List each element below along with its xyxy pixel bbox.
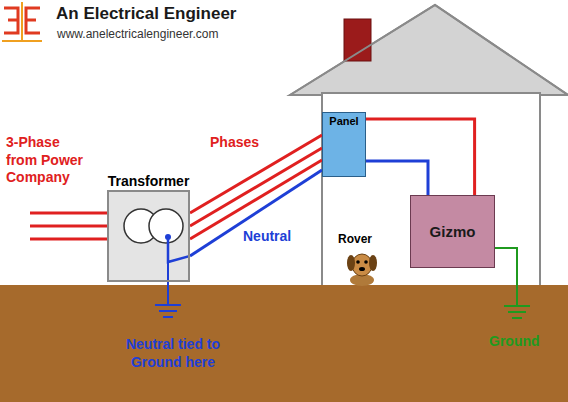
transformer-box: Transformer	[107, 190, 190, 282]
transformer-symbol	[109, 192, 188, 280]
wire	[190, 160, 322, 239]
house-roof	[290, 5, 568, 95]
node-heading: Transformer	[108, 173, 190, 189]
dog-illustration	[347, 254, 377, 286]
incoming-phase-lines	[30, 213, 107, 239]
earth-ground-band	[0, 285, 568, 402]
wire	[366, 119, 475, 195]
equipment-ground-symbol	[495, 248, 530, 318]
wire-label: Phases	[210, 134, 259, 150]
gizmo-box: Gizmo	[410, 195, 495, 268]
wire-connector	[190, 170, 322, 256]
logo-url: www.anelectricalengineer.com	[57, 27, 218, 42]
wire	[366, 161, 428, 195]
panel-box: Panel	[322, 112, 366, 177]
node-label: Panel	[329, 115, 358, 127]
roof-front	[290, 5, 568, 95]
node-label: Gizmo	[430, 223, 476, 240]
wire-label: Neutral	[243, 228, 291, 244]
wire-connector	[190, 135, 322, 239]
wire-connector	[366, 161, 428, 195]
neutral-ground-symbol	[155, 282, 181, 317]
ground-label: Ground	[489, 333, 540, 351]
wire	[190, 135, 322, 213]
wire	[190, 170, 322, 256]
logo-mark	[2, 2, 42, 41]
logo-title: An Electrical Engineer	[56, 3, 236, 24]
dog-label: Rover	[338, 232, 372, 247]
source-label: 3-Phase from Power Company	[6, 134, 86, 187]
chimney	[344, 19, 371, 61]
ground-note: Neutral tied to Ground here	[108, 336, 238, 371]
house-wall	[322, 93, 540, 287]
wire-connector	[366, 119, 475, 195]
